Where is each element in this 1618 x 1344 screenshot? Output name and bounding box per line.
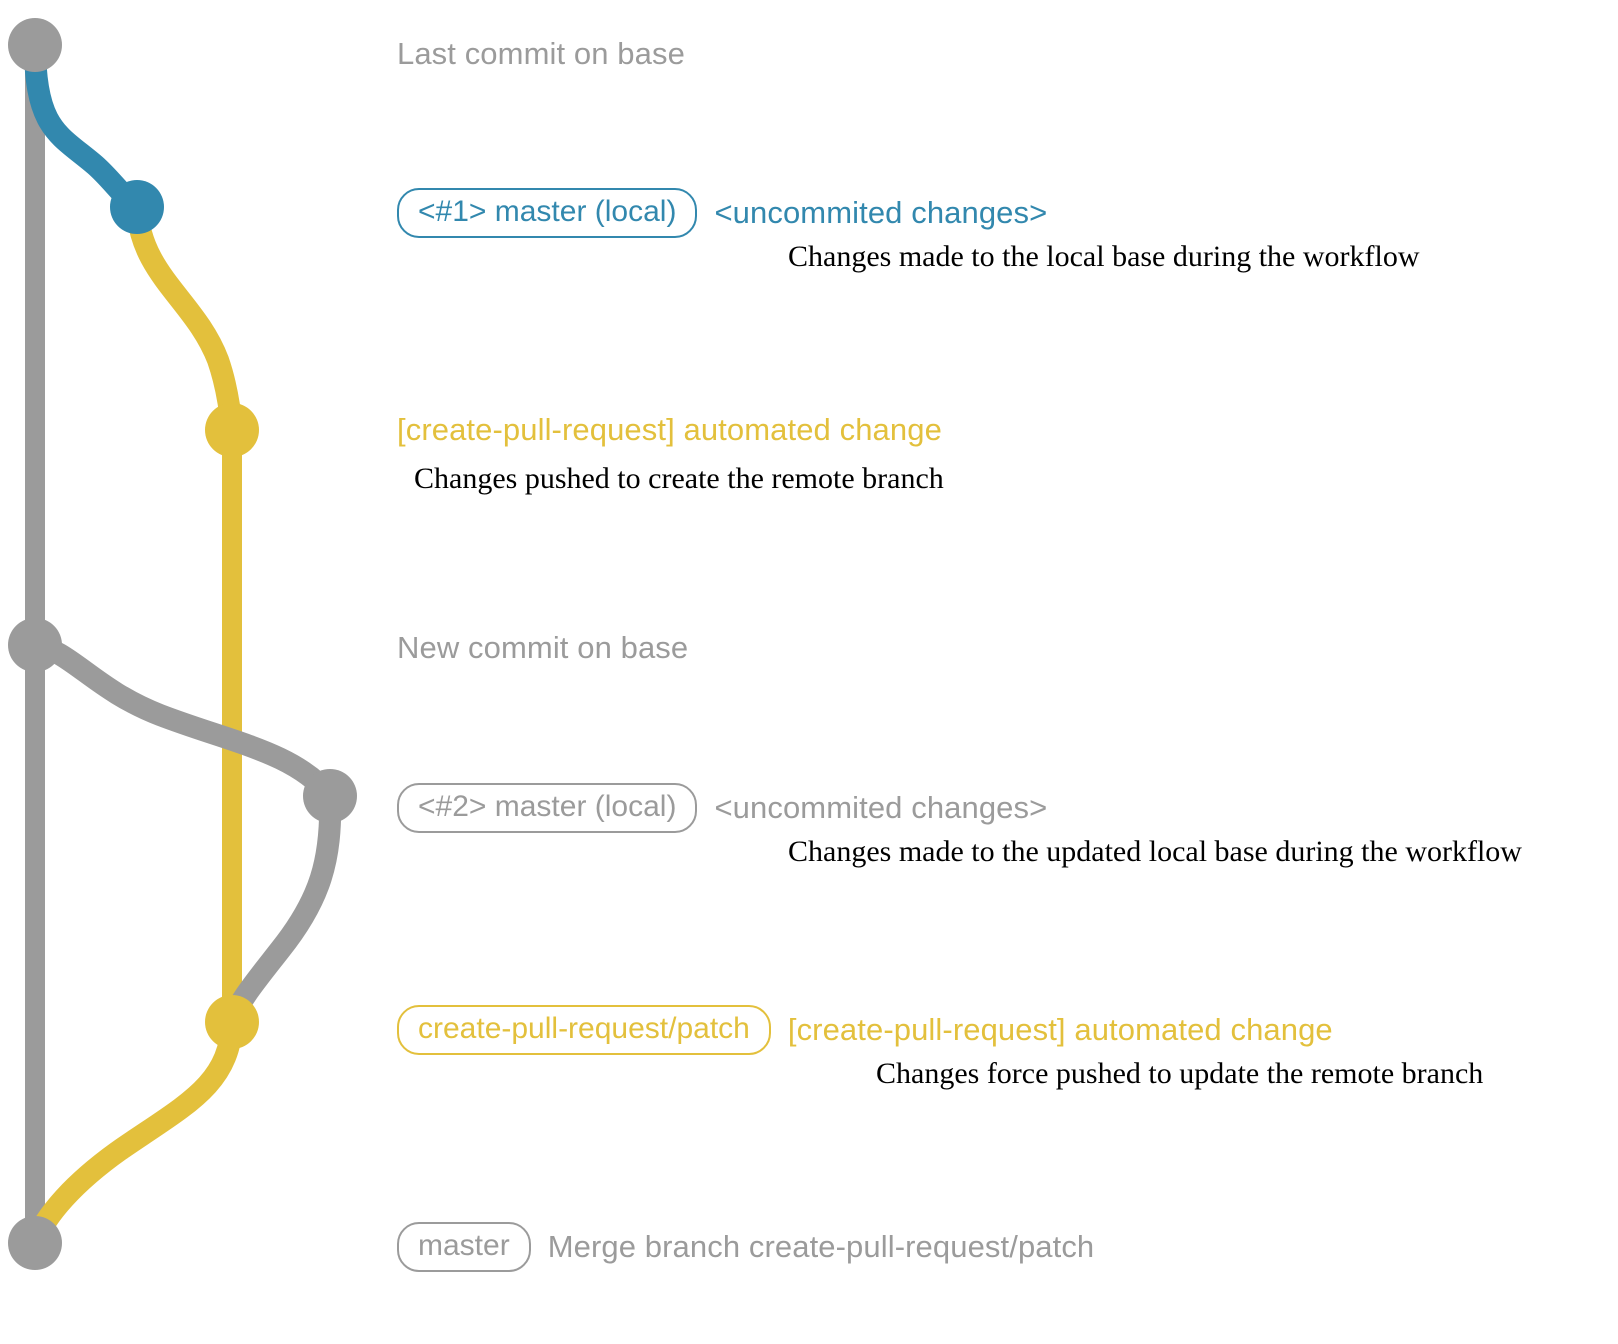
description-local-master-2: Changes made to the updated local base d… (788, 835, 1522, 868)
row-merge: master Merge branch create-pull-request/… (397, 1222, 1094, 1272)
branch-badge-label-local-master-1: <#1> master (local) (418, 195, 677, 228)
branch-badge-local-master-1[interactable]: <#1> master (local) (397, 188, 698, 238)
row-new-commit: New commit on base (397, 630, 688, 666)
row-automated-change-1: [create-pull-request] automated change (397, 412, 942, 448)
edge-base1-to-local1 (24, 34, 148, 218)
row-last-commit: Last commit on base (397, 36, 685, 72)
edge-base2-to-local2 (24, 634, 341, 807)
row-create-pull-request-patch: create-pull-request/patch [create-pull-r… (397, 1005, 1333, 1055)
row-local-master-1: <#1> master (local) <uncommited changes> (397, 188, 1047, 238)
edge-local1-to-patch1 (126, 196, 243, 441)
commit-message-new-commit: New commit on base (397, 630, 689, 665)
description-automated-change-1: Changes pushed to create the remote bran… (414, 462, 944, 495)
branch-badge-local-master-2[interactable]: <#2> master (local) (397, 783, 698, 833)
commit-node-patch-2[interactable] (205, 995, 259, 1049)
branch-badge-label-local-master-2: <#2> master (local) (418, 790, 677, 823)
description-automated-change-2: Changes force pushed to update the remot… (876, 1057, 1484, 1090)
branch-badge-create-pull-request-patch[interactable]: create-pull-request/patch (397, 1005, 771, 1055)
commit-node-merge[interactable] (8, 1216, 62, 1270)
commit-message-last-commit: Last commit on base (397, 36, 685, 71)
commit-message-merge: Merge branch create-pull-request/patch (547, 1229, 1095, 1264)
commit-node-patch-1[interactable] (205, 403, 259, 457)
branch-badge-label-master: master (418, 1229, 510, 1262)
commit-node-base-1[interactable] (8, 18, 62, 72)
commit-graph-svg (8, 18, 357, 1270)
branch-badge-master[interactable]: master (397, 1222, 531, 1272)
commit-node-local-1[interactable] (110, 180, 164, 234)
commit-message-local-master-2: <uncommited changes> (714, 790, 1048, 825)
commit-node-base-2[interactable] (8, 618, 62, 672)
branch-badge-label-create-pull-request-patch: create-pull-request/patch (418, 1012, 750, 1045)
edge-patch2-to-merge (24, 1011, 243, 1254)
commit-message-automated-change-1: [create-pull-request] automated change (397, 412, 942, 447)
edge-local2-to-patch2 (221, 785, 342, 1033)
row-local-master-2: <#2> master (local) <uncommited changes> (397, 783, 1047, 833)
commit-message-automated-change-2: [create-pull-request] automated change (787, 1012, 1333, 1047)
description-local-master-1: Changes made to the local base during th… (788, 240, 1420, 273)
commit-node-local-2[interactable] (303, 769, 357, 823)
commit-message-local-master-1: <uncommited changes> (714, 195, 1048, 230)
